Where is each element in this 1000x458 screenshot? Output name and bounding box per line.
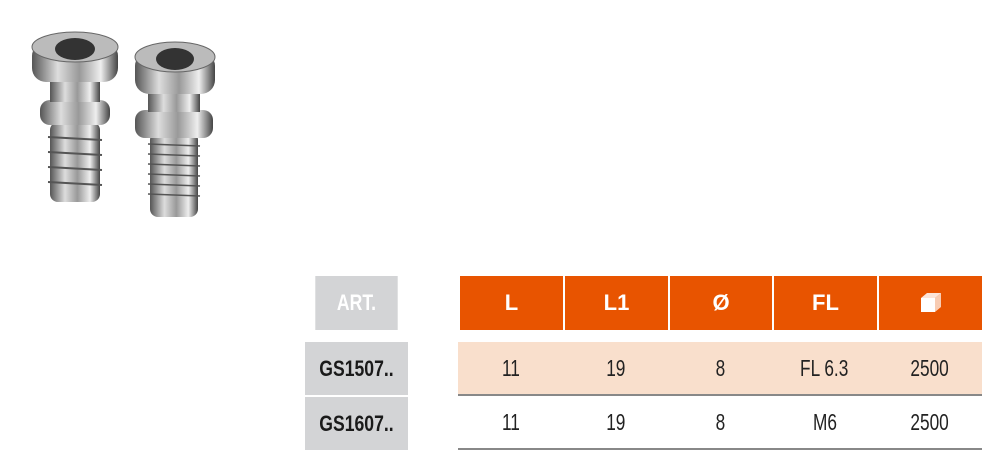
table-bottom-border xyxy=(458,448,982,450)
header-fl: FL xyxy=(772,276,877,330)
box-icon xyxy=(920,293,941,312)
header-packaging xyxy=(877,276,982,330)
cell-l: 11 xyxy=(458,396,563,449)
cell-l1: 19 xyxy=(563,396,668,449)
header-art: ART. xyxy=(315,276,398,330)
cell-packaging: 2500 xyxy=(877,342,982,395)
header-l1: L1 xyxy=(563,276,668,330)
row-art: GS1507.. xyxy=(305,342,408,395)
cell-l1: 19 xyxy=(563,342,668,395)
row-art: GS1607.. xyxy=(305,397,408,450)
row-divider xyxy=(458,394,982,396)
cell-diameter: 8 xyxy=(668,396,772,449)
header-l: L xyxy=(458,276,563,330)
cell-packaging: 2500 xyxy=(877,396,982,449)
cell-fl: FL 6.3 xyxy=(772,342,877,395)
cell-diameter: 8 xyxy=(668,342,772,395)
header-diameter: Ø xyxy=(668,276,772,330)
cell-fl: M6 xyxy=(772,396,877,449)
product-image-screws xyxy=(31,31,216,217)
cell-l: 11 xyxy=(458,342,563,395)
